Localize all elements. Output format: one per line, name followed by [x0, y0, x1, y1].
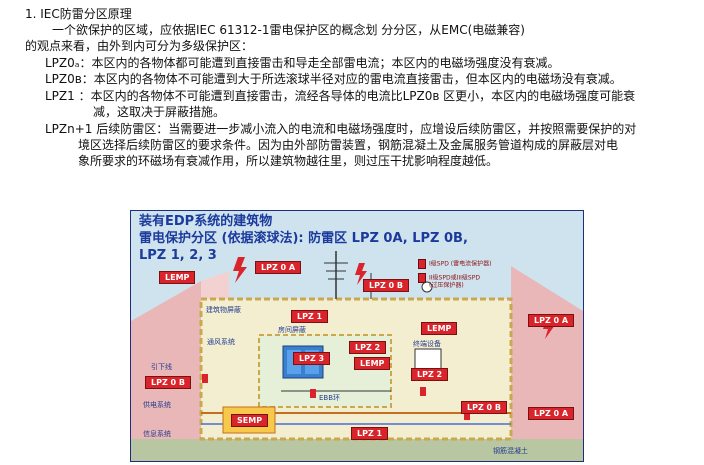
legend-item-class2: II级SPD或III级SPD [418, 273, 480, 283]
class2-spd-icon [418, 273, 426, 283]
lpz0a-right2-tag: LPZ 0 A [528, 407, 575, 420]
terminal-label: 终端设备 [413, 340, 441, 348]
section-heading: 1. IEC防雷分区原理 [25, 7, 132, 21]
semp-tag: SEMP [231, 414, 269, 427]
legend-item-class2-sub: (过压保护器) [429, 282, 464, 289]
lpzn-definition: LPZn+1 后续防雷区：当需要进一步减小流入的电流和电磁场强度时，应增设后续防… [45, 122, 637, 136]
lpz1-definition: LPZ1 ：本区内的各物体不可能遭到直接雷击，流经各导体的电流比LPZ0ʙ 区更… [45, 89, 636, 103]
lpzn-definition-cont1: 境区选择后续防雷区的要求条件。因为由外部防雷装置，钢筋混凝土及金属服务管道构成的… [78, 138, 619, 152]
lpz2-mid-tag: LPZ 2 [349, 341, 387, 354]
lemp-left-tag: LEMP [159, 271, 196, 284]
legend-item-class2-text: II级SPD或III级SPD [429, 274, 480, 282]
figure-title-line-1: 装有EDP系统的建筑物 [139, 214, 273, 229]
rebar-concrete-label: 钢筋混凝土 [493, 447, 528, 455]
ventilation-label: 通风系统 [207, 338, 235, 346]
lpz1-bottom-tag: LPZ 1 [351, 427, 389, 440]
lpzn-definition-cont2: 象所要求的环磁场有衰减作用，所以建筑物越往里，则过压干扰影响程度越低。 [78, 154, 499, 168]
power-system-label: 供电系统 [143, 401, 171, 409]
lemp-right-tag: LEMP [421, 322, 458, 335]
legend-item-class1: I级SPD (雷电流保护器) [418, 259, 491, 269]
spd-legend: I级SPD (雷电流保护器) II级SPD或III级SPD (过压保护器) [418, 257, 538, 293]
lpz3-tag: LPZ 3 [293, 352, 331, 365]
lpz0b-bottom-tag: LPZ 0 B [461, 401, 507, 414]
lpz0a-top-tag: LPZ 0 A [255, 261, 302, 274]
lpz2-right-tag: LPZ 2 [411, 368, 449, 381]
building-shield-label: 建筑物屏蔽 [206, 306, 241, 314]
lpz0a-right-tag: LPZ 0 A [528, 314, 575, 327]
info-system-label: 信息系统 [143, 430, 171, 438]
lpz1-definition-cont: 减，这取决于屏蔽措施。 [93, 105, 226, 119]
ebb-ring-label: EBB环 [319, 394, 341, 402]
figure-title-line-2: 雷电保护分区 (依据滚球法): 防雷区 LPZ 0A, LPZ 0B, [139, 231, 468, 246]
lpz0b-top-tag: LPZ 0 B [363, 279, 409, 292]
lpz0b-definition: LPZ0ʙ：本区内的各物体不可能遭到大于所选滚球半径对应的雷电流直接雷击，但本区… [45, 72, 622, 86]
figure-title-line-3: LPZ 1, 2, 3 [139, 248, 217, 263]
lemp-mid-tag: LEMP [354, 357, 391, 370]
paragraph-line-2: 的观点来看，由外到内可分为多级保护区： [25, 39, 254, 53]
down-conductor-label: 引下线 [151, 363, 172, 371]
paragraph-line-1: 一个欲保护的区域，应依据IEC 61312-1雷电保护区的概念划 分分区，从EM… [52, 23, 525, 37]
legend-item-class1-text: I级SPD (雷电流保护器) [429, 260, 492, 268]
lpz0b-left-tag: LPZ 0 B [145, 376, 191, 389]
class1-spd-icon [418, 259, 426, 269]
lpz0a-definition: LPZ0ₐ：本区内的各物体都可能遭到直接雷击和导走全部雷电流；本区内的电磁场强度… [45, 56, 560, 70]
room-shield-label: 房间屏蔽 [278, 326, 306, 334]
lpz1-top-tag: LPZ 1 [291, 310, 329, 323]
lightning-zone-figure: 装有EDP系统的建筑物 雷电保护分区 (依据滚球法): 防雷区 LPZ 0A, … [130, 210, 584, 462]
